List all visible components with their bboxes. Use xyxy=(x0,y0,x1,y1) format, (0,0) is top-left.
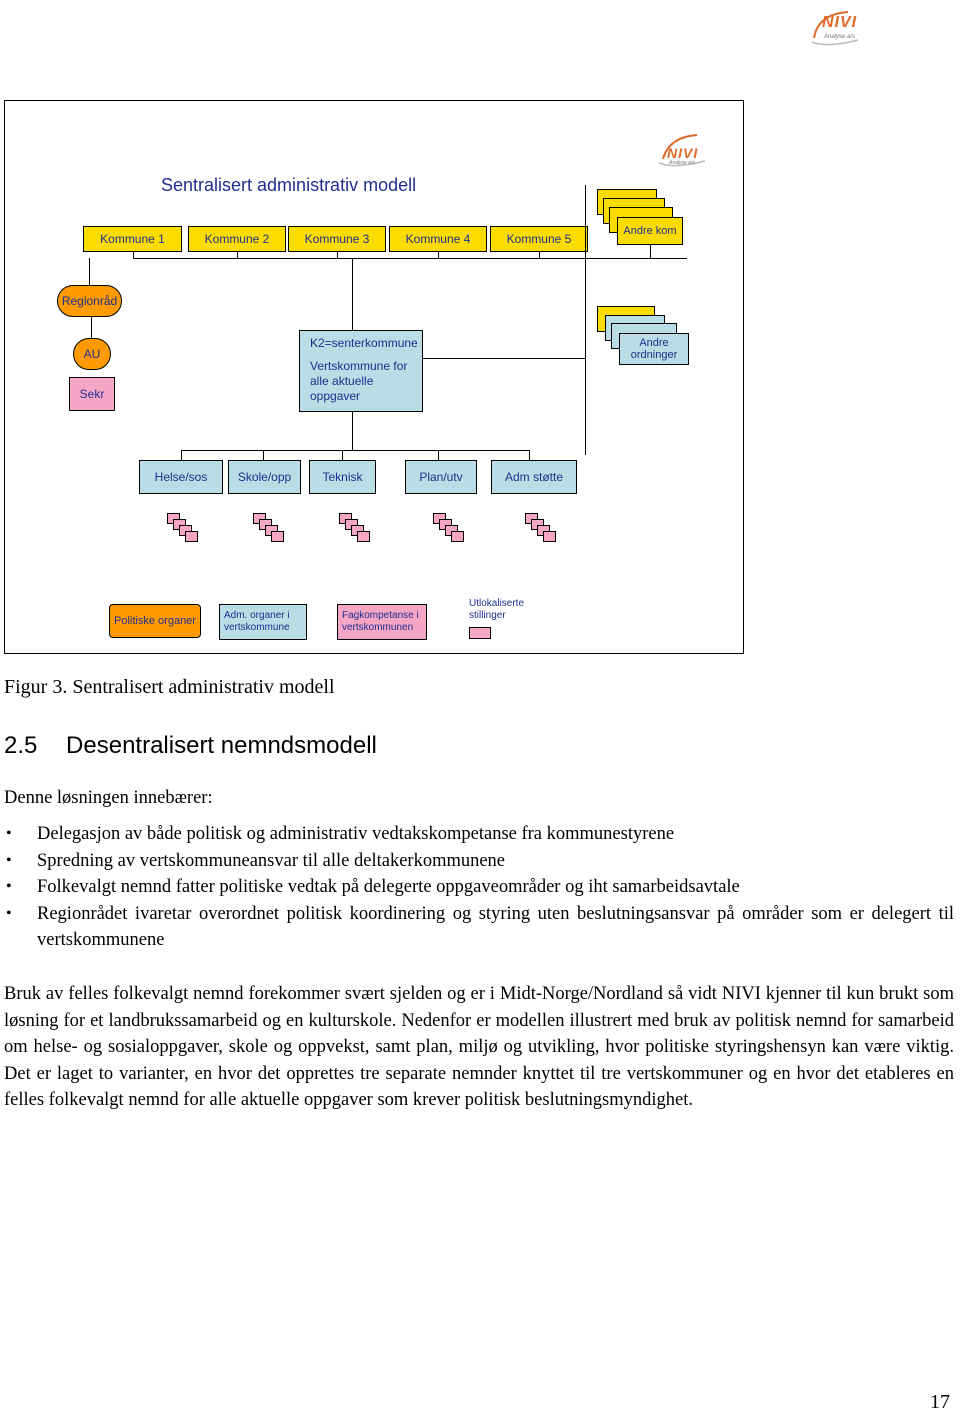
connector-vertical-main xyxy=(585,185,586,455)
bullet-list: Delegasjon av både politisk og administr… xyxy=(4,821,954,954)
connector-k2-to-andre xyxy=(423,358,585,359)
figure-logo-sub: Analyse a/s xyxy=(669,160,695,166)
connector-sector-horizontal xyxy=(181,450,529,451)
sector-skole-box: Skole/opp xyxy=(228,460,301,494)
legend-adm-box: Adm. organer i vertskommune xyxy=(219,604,307,640)
nivi-logo-icon xyxy=(811,11,859,46)
bullet-item: Folkevalgt nemnd fatter politiske vedtak… xyxy=(4,874,954,901)
kommune-3-box: Kommune 3 xyxy=(288,226,386,252)
intro-text: Denne løsningen innebærer: xyxy=(4,788,213,808)
pink-square xyxy=(543,531,556,542)
connector-k4-down xyxy=(438,252,439,259)
legend-politiske-box: Politiske organer xyxy=(109,604,201,638)
connector-sector-5 xyxy=(529,450,530,460)
header-logo-sub: Analyse a/s xyxy=(824,34,856,40)
connector-sector-4 xyxy=(438,450,439,460)
header-logo: NIVI Analyse a/s xyxy=(808,8,868,48)
kommune-5-box: Kommune 5 xyxy=(490,226,588,252)
legend-utlok-label: Utlokaliserte stillinger xyxy=(469,598,525,621)
body-paragraph: Bruk av felles folkevalgt nemnd forekomm… xyxy=(4,984,954,1110)
connector-k2-down xyxy=(237,252,238,259)
page-number: 17 xyxy=(930,1391,950,1413)
au-box: AU xyxy=(73,338,111,370)
header-logo-text: NIVI xyxy=(822,14,858,31)
connector-k1-down xyxy=(133,252,134,259)
nivi-logo-icon xyxy=(658,134,706,167)
connector-sector-3 xyxy=(342,450,343,460)
connector-k3-down xyxy=(337,252,338,259)
kommune-1-box: Kommune 1 xyxy=(83,226,182,252)
kommune-2-box: Kommune 2 xyxy=(188,226,286,252)
pink-square xyxy=(451,531,464,542)
connector-k2-down-to-sectors xyxy=(352,412,353,450)
bullet-item: Regionrådet ivaretar overordnet politisk… xyxy=(4,901,954,954)
regionrad-box: Regionråd xyxy=(57,285,122,317)
sector-adm-box: Adm støtte xyxy=(491,460,577,494)
connector-top-horizontal xyxy=(133,258,687,259)
bullet-item: Delegasjon av både politisk og administr… xyxy=(4,821,954,848)
figure-title: Sentralisert administrativ modell xyxy=(161,175,417,195)
connector-regionrad-vertical xyxy=(89,258,90,285)
sekr-box: Sekr xyxy=(69,377,115,411)
connector-sector-2 xyxy=(263,450,264,460)
pink-square xyxy=(185,531,198,542)
section-title: Desentralisert nemndsmodell xyxy=(66,732,377,759)
k2-body: Vertskommune for alle aktuelle oppgaver xyxy=(310,359,408,403)
kommune-4-box: Kommune 4 xyxy=(389,226,487,252)
sector-helse-box: Helse/sos xyxy=(139,460,223,494)
connector-k2-top xyxy=(352,258,353,330)
figure-logo: NIVI Analyse a/s xyxy=(657,131,713,171)
legend-utlok-swatch xyxy=(469,627,491,639)
andre-ordninger-box: Andre ordninger xyxy=(619,333,689,365)
legend-fag-box: Fagkompetanse i vertskommunen xyxy=(337,604,427,640)
connector-andre-down xyxy=(650,245,651,259)
org-chart-figure: NIVI Analyse a/s Sentralisert administra… xyxy=(4,100,744,654)
k2-title: K2=senterkommune xyxy=(310,336,418,350)
pink-square xyxy=(357,531,370,542)
figure-logo-text: NIVI xyxy=(667,145,699,161)
connector-k5-down xyxy=(539,252,540,259)
k2-senterkommune-box: K2=senterkommune Vertskommune for alle a… xyxy=(299,330,423,412)
bullet-item: Spredning av vertskommuneansvar til alle… xyxy=(4,848,954,875)
connector-regionrad-au xyxy=(91,317,92,338)
figure-caption: Figur 3. Sentralisert administrativ mode… xyxy=(4,676,335,698)
pink-square xyxy=(271,531,284,542)
section-heading: 2.5 Desentralisert nemndsmodell xyxy=(4,732,377,760)
connector-sector-1 xyxy=(181,450,182,460)
section-number: 2.5 xyxy=(4,732,38,759)
sector-plan-box: Plan/utv xyxy=(405,460,477,494)
andre-kom-box: Andre kom xyxy=(617,217,683,245)
sector-teknisk-box: Teknisk xyxy=(309,460,376,494)
